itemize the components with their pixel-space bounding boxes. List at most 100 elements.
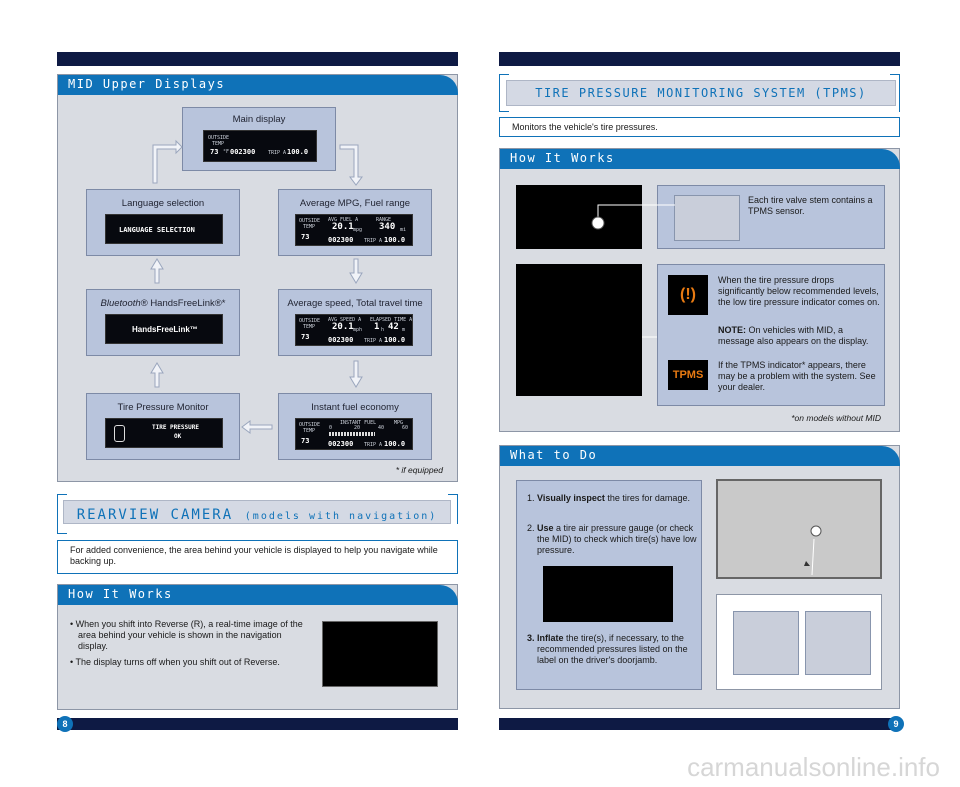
lcd-scale20: 20	[354, 425, 361, 431]
mid-section: MID Upper Displays Main display OUTSIDE …	[57, 74, 458, 482]
gauge-callout	[804, 525, 822, 576]
handsfreelink-box: Bluetooth® HandsFreeLink®* HandsFreeLink…	[86, 289, 240, 356]
mid-header: MID Upper Displays	[58, 75, 458, 95]
lcd-trip: TRIP A	[268, 150, 287, 156]
lcd-avg-fuel: AVG FUEL A	[328, 217, 359, 223]
tire-monitor-title: Tire Pressure Monitor	[117, 402, 209, 413]
camera-bullet-2: • The display turns off when you shift o…	[70, 657, 280, 667]
lcd-mpg-caps: MPG	[394, 420, 404, 426]
bottom-bar-left	[57, 718, 458, 730]
lcd-trip: TRIP A	[364, 338, 383, 344]
lcd-scale40: 40	[378, 425, 385, 431]
lcd-scale0: 0	[329, 425, 333, 431]
lcd-odo: 002300	[328, 336, 354, 344]
mid-header-text: MID Upper Displays	[68, 77, 226, 91]
average-speed-lcd: OUTSIDE TEMP 73 AVG SPEED A ELAPSED TIME…	[295, 314, 413, 346]
tire-valve-image	[516, 185, 642, 249]
bottom-bar-right	[499, 718, 900, 730]
arrow-mpg-to-speed	[349, 258, 363, 284]
what-to-do-section: What to Do 1. Visually inspect the tires…	[499, 445, 900, 709]
step-1-bold: Visually inspect	[537, 493, 605, 503]
lcd-deg: °F	[223, 149, 230, 155]
note-label: NOTE:	[718, 325, 746, 335]
lcd-trip-value: 100.0	[384, 336, 406, 344]
gauge-image	[716, 479, 882, 579]
language-selection-box: Language selection LANGUAGE SELECTION	[86, 189, 240, 256]
average-speed-box: Average speed, Total travel time OUTSIDE…	[278, 289, 432, 356]
lcd-mpg-value: 20.1	[332, 222, 354, 232]
lcd-elapsed: ELAPSED TIME A	[370, 317, 413, 323]
camera-title-bracket-right	[448, 494, 458, 524]
camera-title-banner: REARVIEW CAMERA (models with navigation)	[63, 500, 451, 524]
bluetooth-brand: Bluetooth	[100, 298, 141, 309]
lcd-outside: OUTSIDE	[299, 218, 321, 224]
lcd-temp-value: 73	[301, 437, 310, 445]
tire-monitor-lcd: TIRE PRESSURE OK	[105, 418, 223, 448]
lcd-temp: TEMP	[212, 141, 225, 147]
car-outline-icon	[114, 425, 125, 442]
low-pressure-warning-icon: (!)	[668, 275, 708, 315]
lcd-scale60: 60	[402, 425, 409, 431]
sensor-box: Each tire valve stem contains a TPMS sen…	[657, 185, 885, 249]
camera-how-header-text: How It Works	[68, 587, 173, 601]
tpms-how-header: How It Works	[500, 149, 900, 169]
mid-footnote: * if equipped	[395, 465, 443, 475]
tpms-title-bracket-right	[890, 74, 900, 112]
indicator-box: (!) When the tire pressure drops signifi…	[657, 264, 885, 406]
arrow-main-to-mpg	[339, 144, 363, 186]
step-3-text: the tire(s), if necessary, to the recomm…	[537, 633, 688, 665]
note-text: NOTE: On vehicles with MID, a message al…	[718, 325, 880, 347]
top-bar-right	[499, 52, 900, 66]
main-display-title: Main display	[232, 114, 286, 125]
tpms-indicator-icon: TPMS	[668, 360, 708, 390]
lcd-temp: TEMP	[303, 428, 316, 434]
camera-bullet-1: • When you shift into Reverse (R), a rea…	[70, 619, 303, 651]
average-speed-title: Average speed, Total travel time	[287, 298, 423, 309]
dashboard-image	[516, 264, 642, 396]
camera-image	[322, 621, 438, 687]
arrow-instant-to-tire	[241, 420, 273, 434]
lcd-trip-value: 100.0	[287, 148, 309, 156]
average-mpg-lcd: OUTSIDE TEMP 73 AVG FUEL A RANGE 20.1 mp…	[295, 214, 413, 246]
lcd-odo: 002300	[230, 148, 256, 156]
lcd-hfl: HandsFreeLink™	[132, 325, 198, 334]
tpms-how-header-text: How It Works	[510, 151, 615, 165]
main-display-lcd: OUTSIDE TEMP 73 °F 002300 TRIP A 100.0	[203, 130, 317, 162]
step-2-bold: Use	[537, 523, 554, 533]
arrow-tire-to-hfl	[150, 362, 164, 388]
fuel-bar-gauge	[329, 432, 375, 436]
doorjamb-image	[716, 594, 882, 690]
camera-intro: For added convenience, the area behind y…	[57, 540, 458, 574]
handsfree-label: ® HandsFreeLink®*	[140, 298, 226, 309]
lcd-trip-value: 100.0	[384, 440, 406, 448]
drop-text: When the tire pressure drops significant…	[718, 275, 880, 307]
what-to-do-header: What to Do	[500, 446, 900, 466]
lcd-hrs-unit: h	[381, 327, 385, 333]
lcd-instant: INSTANT FUEL	[340, 420, 377, 426]
step-1-text: the tires for damage.	[604, 493, 690, 503]
step-2: 2. Use a tire air pressure gauge (or che…	[527, 523, 697, 556]
camera-how-header: How It Works	[58, 585, 458, 605]
tpms-title: TIRE PRESSURE MONITORING SYSTEM (TPMS)	[535, 86, 867, 100]
lcd-mph-unit: mph	[353, 327, 363, 333]
lcd-trip: TRIP A	[364, 238, 383, 244]
step-1: 1. Visually inspect the tires for damage…	[527, 493, 697, 504]
lcd-odo: 002300	[328, 236, 354, 244]
note-body: On vehicles with MID, a message also app…	[718, 325, 869, 346]
flow-arrows	[150, 139, 363, 434]
lcd-trip-value: 100.0	[384, 236, 406, 244]
step-2-text: a tire air pressure gauge (or check the …	[537, 523, 697, 555]
lcd-mph-value: 20.1	[332, 322, 354, 332]
lcd-outside: OUTSIDE	[208, 135, 230, 141]
steps-box: 1. Visually inspect the tires for damage…	[516, 480, 702, 690]
step-3: 3. Inflate the tire(s), if necessary, to…	[527, 633, 697, 666]
camera-title: REARVIEW CAMERA (models with navigation)	[64, 504, 450, 523]
lcd-mpg-unit: mpg	[353, 227, 363, 233]
lcd-avg-speed: AVG SPEED A	[328, 317, 362, 323]
page-number-right: 9	[888, 716, 904, 732]
lcd-tire2: OK	[174, 433, 182, 440]
doorjamb-panel-left	[733, 611, 799, 675]
lcd-range: RANGE	[376, 217, 392, 223]
lcd-lang: LANGUAGE SELECTION	[119, 226, 195, 234]
instant-fuel-lcd: OUTSIDE TEMP 73 INSTANT FUEL MPG 0 20 40…	[295, 418, 413, 450]
